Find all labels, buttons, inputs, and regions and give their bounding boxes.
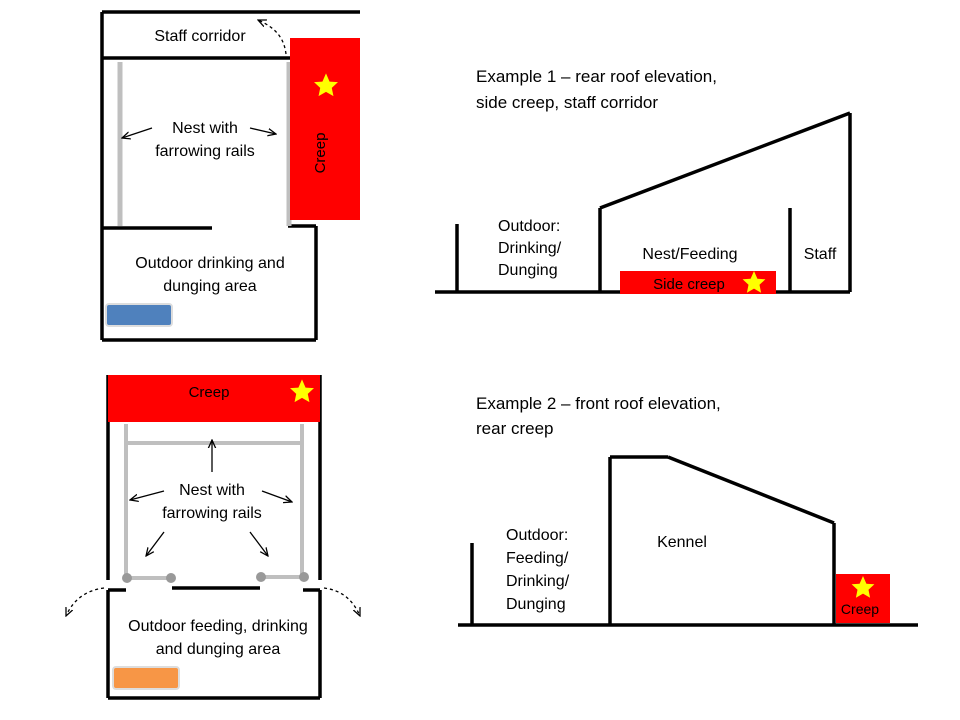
plan2-outdoor-label-line1: Outdoor feeding, drinking xyxy=(128,618,308,635)
plan2-nest-label-line2: farrowing rails xyxy=(162,505,262,522)
elev2-outdoor-line3: Drinking/ xyxy=(506,573,570,590)
elev1-outdoor-line2: Drinking/ xyxy=(498,240,562,257)
elev1-caption-line2: side creep, staff corridor xyxy=(476,93,658,112)
plan2-creep-label: Creep xyxy=(189,384,230,401)
example1-plan: Creep Staff corridor Nest with farrowing… xyxy=(100,10,360,342)
elev2-outdoor-line4: Dunging xyxy=(506,596,566,613)
elev2-outdoor-line2: Feeding/ xyxy=(506,550,569,567)
plan2-arrow-down-left xyxy=(146,531,165,556)
plan2-swatch xyxy=(112,666,180,690)
plan1-swatch xyxy=(105,303,173,327)
plan2-arrow-right xyxy=(261,490,292,502)
elev2-kennel-label: Kennel xyxy=(657,534,707,551)
plan1-outdoor-label-line1: Outdoor drinking and xyxy=(135,255,284,272)
plan1-nest-label-line2: farrowing rails xyxy=(155,143,255,160)
elev1-structure xyxy=(435,111,852,294)
plan2-farrowing-rails xyxy=(124,424,304,580)
plan2-nest-label-line1: Nest with xyxy=(179,482,245,499)
elev1-nest-label: Nest/Feeding xyxy=(642,246,737,263)
elev2-outdoor-line1: Outdoor: xyxy=(506,527,568,544)
example1-elevation: Example 1 – rear roof elevation, side cr… xyxy=(435,67,852,294)
elev1-staff-label: Staff xyxy=(804,246,837,263)
elev1-side-creep-area xyxy=(620,271,776,294)
plan1-creep-label: Creep xyxy=(312,133,329,174)
elev1-caption-line1: Example 1 – rear roof elevation, xyxy=(476,67,717,86)
plan2-outdoor-label-line2: and dunging area xyxy=(156,641,281,658)
plan2-arrow-left xyxy=(130,490,165,500)
example2-elevation: Example 2 – front roof elevation, rear c… xyxy=(458,394,918,627)
example2-plan: Creep Nest with farrowing rails Outdoor … xyxy=(66,375,360,700)
plan2-arrow-down-right xyxy=(249,531,268,556)
elev2-caption-line2: rear creep xyxy=(476,419,553,438)
elev2-structure xyxy=(458,455,918,627)
plan2-rail-posts xyxy=(122,572,309,583)
plan1-walls xyxy=(100,10,360,342)
plan1-nest-label-line1: Nest with xyxy=(172,120,238,137)
plan1-creep-area xyxy=(290,38,360,220)
plan1-door-swing-arrow xyxy=(258,20,287,55)
plan1-corridor-label: Staff corridor xyxy=(154,28,246,45)
elev1-side-creep-label: Side creep xyxy=(653,276,725,293)
plan1-arrow-left xyxy=(122,127,153,138)
plan1-arrow-right xyxy=(249,127,276,134)
plan2-creep-area xyxy=(108,375,320,422)
elev1-outdoor-line1: Outdoor: xyxy=(498,218,560,235)
plan1-outdoor-label-line2: dunging area xyxy=(163,278,257,295)
plan1-farrowing-rails xyxy=(117,62,292,226)
plan2-door-swing-arrow-left xyxy=(66,587,105,616)
elev2-caption-line1: Example 2 – front roof elevation, xyxy=(476,394,721,413)
plan2-door-swing-arrow-right xyxy=(323,587,360,616)
elev2-creep-label: Creep xyxy=(841,601,879,617)
plan2-walls xyxy=(106,375,322,700)
elev1-outdoor-line3: Dunging xyxy=(498,262,558,279)
